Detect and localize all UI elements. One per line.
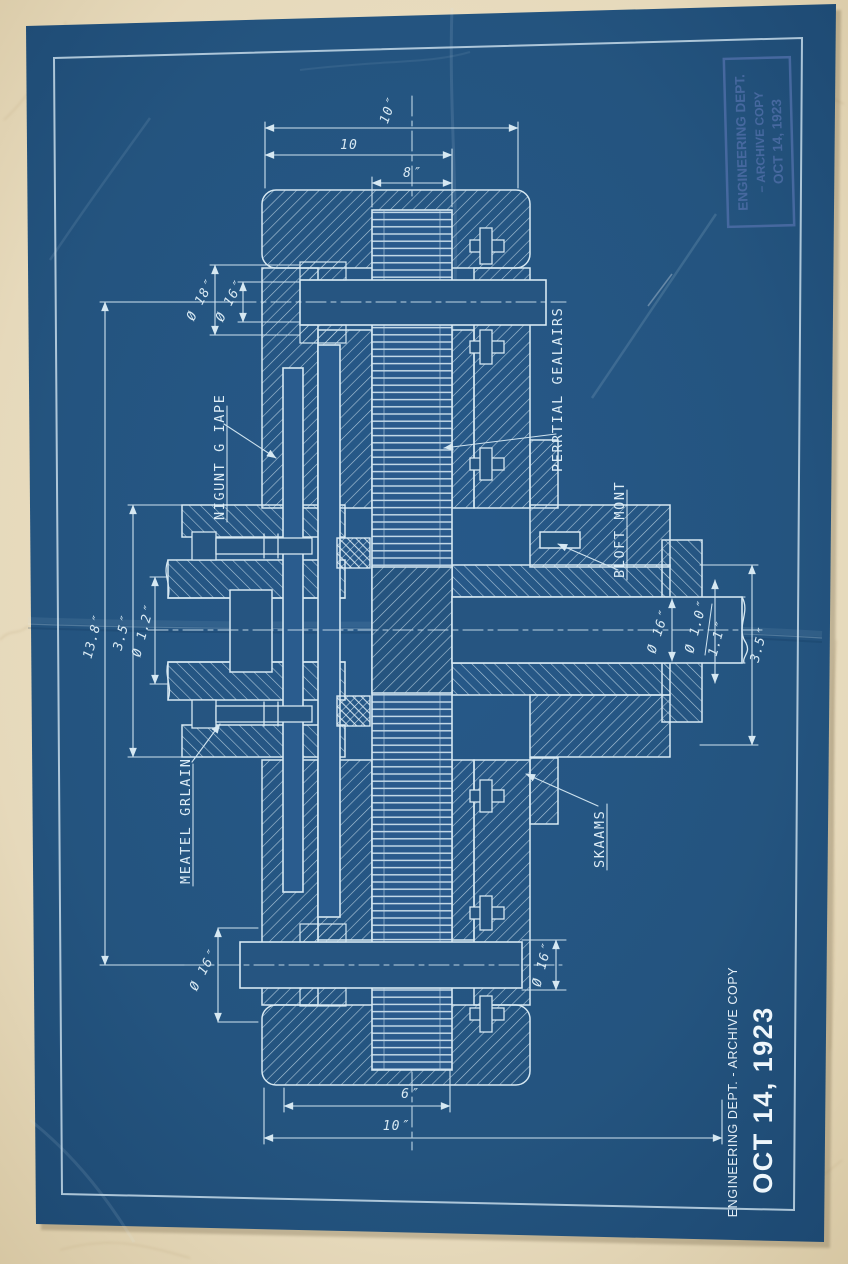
border-frame bbox=[52, 36, 804, 1212]
label-grain: MEATEL GRLAIN bbox=[178, 758, 194, 884]
label-bolt-mount: BLOFT MONT bbox=[612, 481, 628, 578]
margin-note: ENGINEERING DEPT. - ARCHIVE COPY OCT 14,… bbox=[726, 967, 778, 1218]
dim-top-inner: 8″ bbox=[403, 166, 421, 181]
dim-bottom-inner: 6″ bbox=[401, 1087, 419, 1102]
stamp-border bbox=[722, 55, 796, 229]
gear-assembly-drawing: 10″ 10 8″ Ø 18″ Ø 16″ 13.8″ 3.5″ Ø 1.2″ … bbox=[81, 95, 771, 1151]
margin-dept-line: ENGINEERING DEPT. - ARCHIVE COPY bbox=[726, 967, 740, 1218]
margin-date-line: OCT 14, 1923 bbox=[748, 1006, 778, 1194]
dim-bottom-overall: 10″ bbox=[383, 1119, 409, 1134]
stamp-line3: OCT 14, 1923 bbox=[769, 98, 786, 184]
bolts bbox=[191, 227, 505, 1033]
dimension-lines bbox=[99, 121, 759, 1145]
archive-stamp: ENGINEERING DEPT. – ARCHIVE COPY OCT 14,… bbox=[722, 55, 796, 229]
part-labels: NIGUNT G IAPE PERRTIAL GEALAIRS BLOFT MO… bbox=[178, 307, 628, 887]
stamp-line1: ENGINEERING DEPT. bbox=[732, 74, 751, 211]
shaft-break-line bbox=[741, 596, 749, 664]
label-gears: PERRTIAL GEALAIRS bbox=[550, 307, 566, 472]
label-seams: SKAAMS bbox=[592, 810, 608, 868]
stamp-line2: – ARCHIVE COPY bbox=[752, 91, 769, 192]
dim-top-mid: 10 bbox=[340, 138, 358, 153]
gear-band bbox=[371, 209, 453, 1071]
label-mount: NIGUNT G IAPE bbox=[212, 394, 228, 520]
key-blocks bbox=[336, 537, 371, 727]
